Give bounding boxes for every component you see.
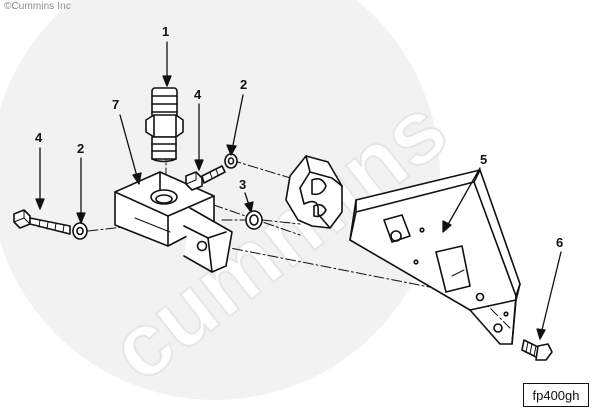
- part-2-washer-upper: [224, 153, 238, 169]
- part-4-capscrew-left: [13, 209, 71, 235]
- copyright-notice: ©Cummins Inc: [4, 1, 71, 12]
- callout-2-upper: 2: [240, 77, 247, 92]
- figure-reference-label: fp400gh: [532, 387, 580, 403]
- callout-1: 1: [162, 24, 169, 39]
- callout-6: 6: [556, 235, 563, 250]
- part-4-capscrew-upper: [185, 165, 226, 191]
- part-3-o-ring: [245, 210, 263, 230]
- part-2-washer-left: [72, 222, 88, 240]
- callout-4-left: 4: [35, 130, 43, 145]
- callout-leaders: [35, 41, 562, 340]
- callout-labels: 1 2 4 7 3 4 2 5 6: [35, 24, 563, 250]
- callout-3: 3: [239, 177, 246, 192]
- callout-7: 7: [112, 97, 119, 112]
- callout-5: 5: [480, 152, 487, 167]
- part-1-fitting: [145, 87, 184, 163]
- callout-4-upper: 4: [194, 87, 202, 102]
- part-6-screw: [521, 339, 553, 361]
- part-5-bracket: [349, 169, 521, 345]
- callout-2-left: 2: [77, 141, 84, 156]
- figure-reference: fp400gh: [523, 383, 589, 407]
- part-7-block: [114, 171, 233, 273]
- clamp-retainer: [285, 155, 343, 229]
